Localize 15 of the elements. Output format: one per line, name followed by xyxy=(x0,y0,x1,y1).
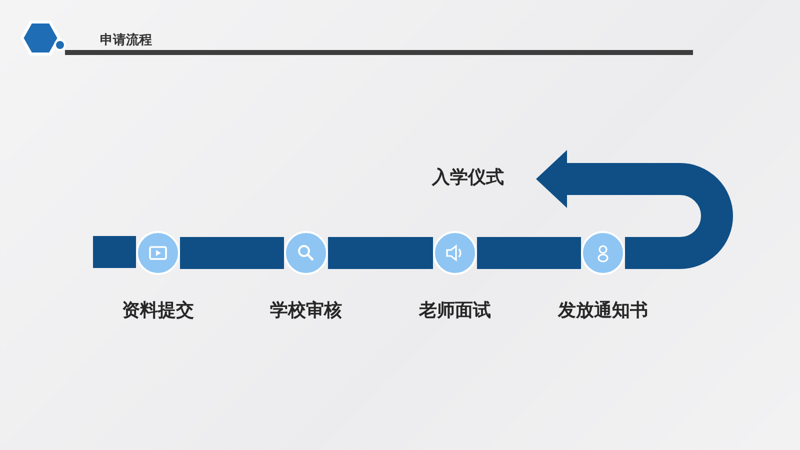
page-title: 申请流程 xyxy=(100,32,152,49)
ribbon-band xyxy=(93,236,136,268)
ribbon-band xyxy=(180,237,284,269)
ribbon-band xyxy=(328,237,433,269)
step-circle xyxy=(136,231,180,275)
step-label: 入学仪式 xyxy=(432,165,535,193)
step-label: 学校审核 xyxy=(270,299,342,322)
step-circle xyxy=(284,231,328,275)
step-label: 资料提交 xyxy=(122,299,194,322)
u-turn-arrow xyxy=(536,150,733,269)
ribbon-band xyxy=(477,237,581,269)
step-label: 老师面试 xyxy=(419,299,491,322)
step-circle xyxy=(581,231,625,275)
step-circle xyxy=(433,231,477,275)
step-label: 发放通知书 xyxy=(558,299,648,322)
